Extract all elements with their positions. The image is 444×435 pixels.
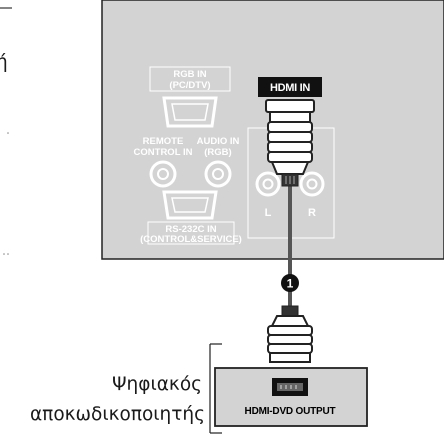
rgb-in-sublabel: (PC/DTV) (169, 80, 210, 91)
clipped-text-fragment: ή (0, 52, 8, 73)
rgb-in-ghost-label-box (149, 66, 231, 92)
remote-control-in-label: REMOTE (143, 136, 184, 147)
hdmi-connector-bottom (267, 305, 313, 363)
hdmi-cable: 1 (265, 99, 315, 363)
remote-control-in-sublabel: CONTROL IN (134, 147, 193, 158)
rgb-in-port (162, 96, 218, 128)
left-edge-fragments: ή (0, 7, 12, 255)
device-name-line2: αποκωδικοποιητής (30, 404, 205, 425)
hdmi-dvd-output-label: HDMI-DVD OUTPUT (245, 406, 336, 417)
step-badge: 1 (281, 274, 299, 292)
audio-r-label: R (308, 207, 316, 219)
hdmi-connector-top (265, 99, 315, 187)
device-name-line1: Ψηφιακός (112, 374, 202, 395)
rs232c-ghost-label-box (147, 221, 235, 245)
remote-control-jack (149, 160, 177, 188)
audio-right-jack (299, 171, 325, 197)
audio-in-rgb-label: AUDIO IN (197, 136, 240, 147)
device-name-label: Ψηφιακός αποκωδικοποιητής (30, 343, 222, 434)
hdmi-in-label: HDMI IN (270, 82, 310, 94)
rs232c-port (162, 190, 218, 220)
audio-in-rgb-jack (204, 160, 232, 188)
audio-left-jack (255, 171, 281, 197)
audio-in-rgb-sublabel: (RGB) (204, 147, 231, 158)
audio-l-label: L (265, 207, 272, 219)
step-number: 1 (287, 277, 294, 291)
hdmi-in-tag: HDMI IN (258, 77, 322, 97)
hdmi-output-port (272, 378, 308, 396)
digital-decoder-box: HDMI-DVD OUTPUT (214, 367, 368, 427)
rgb-in-label: RGB IN (173, 69, 206, 80)
rs232c-label: RS-232C IN (165, 224, 216, 235)
rs232c-sublabel: (CONTROL&SERVICE) (140, 234, 242, 245)
